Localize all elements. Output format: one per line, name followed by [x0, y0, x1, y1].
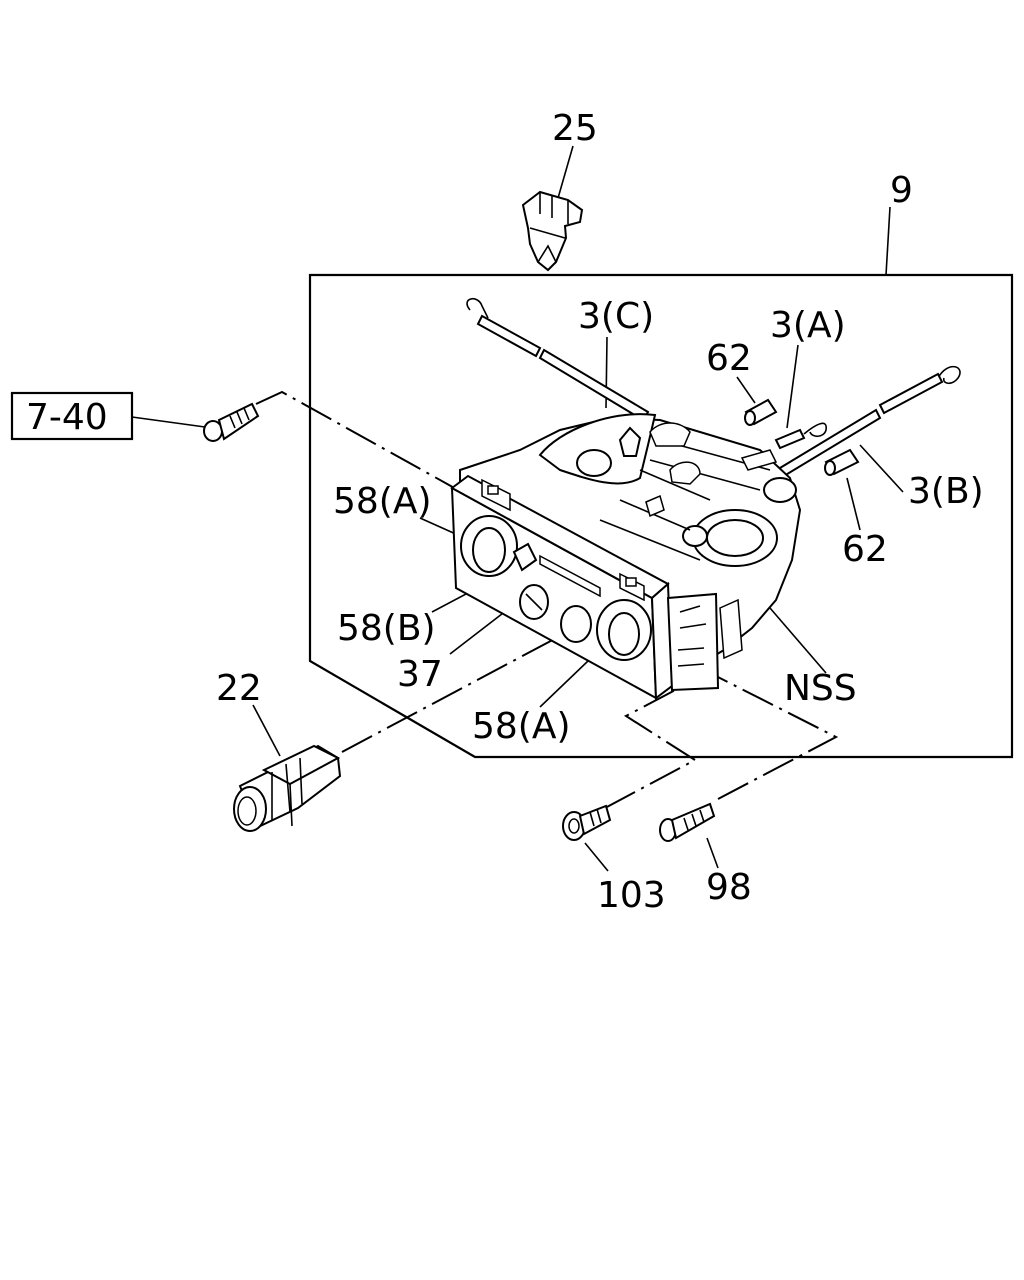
callout-62-top: 62 — [706, 338, 752, 379]
callout-3b: 3(B) — [908, 471, 984, 512]
pin-62-right — [824, 448, 860, 476]
callout-3a: 3(A) — [770, 305, 846, 346]
callout-9: 9 — [890, 170, 913, 211]
screw-7-40 — [203, 402, 260, 442]
assembly-frame — [308, 273, 1014, 759]
callout-37: 37 — [397, 654, 443, 695]
callout-62-right: 62 — [842, 529, 888, 570]
callout-nss: NSS — [784, 668, 857, 709]
callout-103: 103 — [597, 875, 666, 916]
callout-25: 25 — [552, 108, 598, 149]
clip-part-25 — [521, 190, 584, 272]
callout-98: 98 — [706, 867, 752, 908]
reference-box: 7-40 — [10, 391, 134, 441]
callout-58a-top: 58(A) — [333, 481, 432, 522]
control-panel-body — [450, 413, 802, 700]
cable-3c — [466, 298, 650, 422]
callout-22: 22 — [216, 668, 262, 709]
callout-58a-bottom: 58(A) — [472, 706, 571, 747]
callout-3c: 3(C) — [578, 296, 654, 337]
cable-3a — [774, 422, 827, 450]
switch-part-22 — [233, 744, 342, 832]
pin-62-top — [744, 398, 778, 426]
svg-text:7-40: 7-40 — [26, 397, 108, 438]
cable-3b — [768, 365, 961, 484]
assembly-lines — [255, 390, 839, 809]
screw-103 — [562, 804, 612, 841]
screw-98 — [659, 802, 716, 842]
callout-58b: 58(B) — [337, 608, 436, 649]
